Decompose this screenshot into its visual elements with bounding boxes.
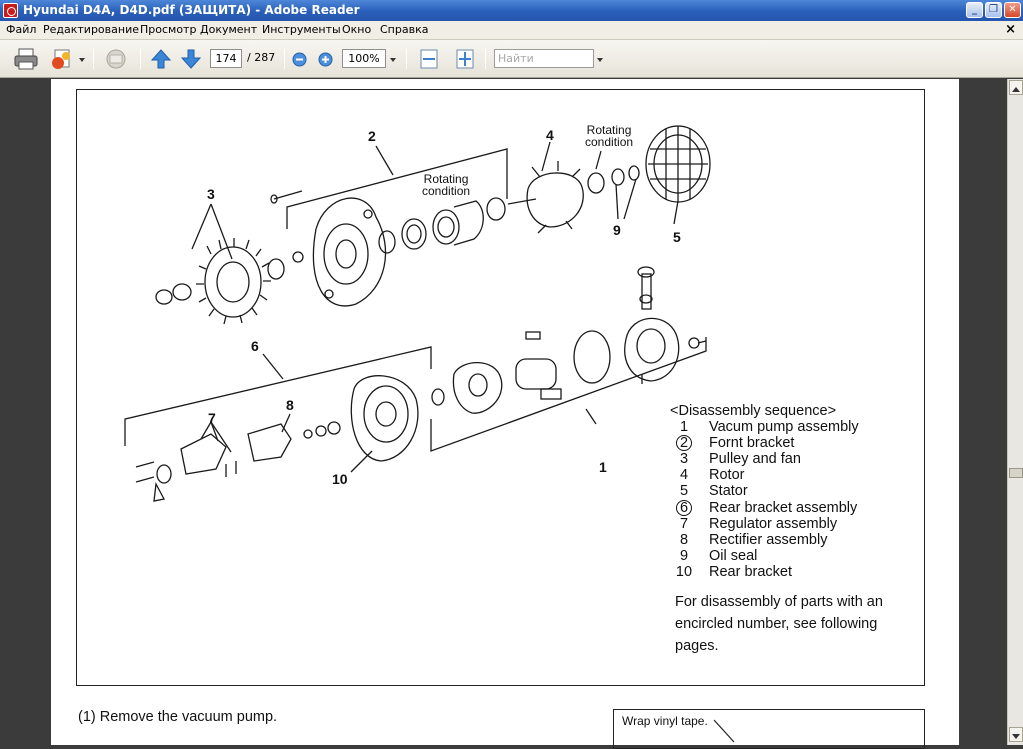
vertical-scrollbar[interactable] bbox=[1007, 79, 1023, 745]
sequence-label: Vacum pump assembly bbox=[709, 419, 859, 435]
callout-10: 10 bbox=[332, 471, 348, 487]
toolbar-separator bbox=[284, 49, 285, 69]
scroll-up-button[interactable] bbox=[1009, 80, 1023, 95]
sequence-label: Fornt bracket bbox=[709, 435, 795, 452]
print-icon[interactable] bbox=[13, 47, 39, 71]
collaborate-icon[interactable] bbox=[103, 47, 129, 71]
close-button[interactable]: ✕ bbox=[1004, 2, 1021, 18]
menu-tools[interactable]: Инструменты bbox=[262, 23, 341, 36]
menu-document[interactable]: Документ bbox=[200, 23, 258, 36]
page-total: / 287 bbox=[247, 51, 276, 64]
toolbar-separator bbox=[406, 49, 407, 69]
create-pdf-icon[interactable] bbox=[50, 47, 74, 71]
toolbar-separator bbox=[93, 49, 94, 69]
callout-5: 5 bbox=[673, 229, 681, 245]
rotating-condition-note: Rotating condition bbox=[585, 123, 634, 149]
sequence-title: <Disassembly sequence> bbox=[670, 403, 837, 419]
callout-6: 6 bbox=[251, 338, 259, 354]
sequence-number: 7 bbox=[679, 515, 689, 532]
menu-file[interactable]: Файл bbox=[6, 23, 37, 36]
menu-edit[interactable]: Редактирование bbox=[43, 23, 139, 36]
zoom-out-icon[interactable] bbox=[292, 52, 307, 67]
search-input[interactable]: Найти bbox=[494, 49, 594, 68]
sequence-label: Stator bbox=[709, 483, 748, 500]
adobe-reader-icon bbox=[3, 3, 18, 18]
figure-frame bbox=[76, 89, 925, 686]
search-dropdown-icon[interactable] bbox=[597, 58, 603, 62]
sequence-number: 3 bbox=[679, 451, 689, 468]
sequence-label: Rear bracket bbox=[709, 563, 793, 580]
callout-7: 7 bbox=[208, 410, 216, 426]
sequence-number: 8 bbox=[679, 531, 689, 548]
step-instruction: (1) Remove the vacuum pump. bbox=[78, 709, 278, 725]
menu-help[interactable]: Справка bbox=[380, 23, 429, 36]
toolbar-separator bbox=[485, 49, 486, 69]
sequence-number: 10 bbox=[675, 563, 693, 580]
zoom-dropdown-icon[interactable] bbox=[390, 58, 396, 62]
rotating-condition-note: Rotating condition bbox=[422, 172, 471, 198]
alternator-exploded-diagram bbox=[124, 125, 711, 502]
inset-leader-line bbox=[713, 719, 735, 743]
callout-2: 2 bbox=[368, 128, 376, 144]
menu-view[interactable]: Просмотр bbox=[140, 23, 197, 36]
title-bar: Hyundai D4A, D4D.pdf (ЗАЩИТА) - Adobe Re… bbox=[0, 0, 1023, 21]
minimize-button[interactable]: _ bbox=[966, 2, 983, 18]
sequence-label: Rectifier assembly bbox=[709, 531, 828, 548]
sequence-number: 2 bbox=[676, 435, 692, 452]
callout-8: 8 bbox=[286, 397, 294, 413]
callout-4: 4 bbox=[546, 127, 554, 143]
scroll-down-button[interactable] bbox=[1009, 727, 1023, 742]
callout-9: 9 bbox=[613, 222, 621, 238]
callout-3: 3 bbox=[207, 186, 215, 202]
next-page-icon[interactable] bbox=[180, 48, 202, 70]
window-title: Hyundai D4A, D4D.pdf (ЗАЩИТА) - Adobe Re… bbox=[23, 3, 360, 17]
sequence-label: Oil seal bbox=[709, 547, 758, 564]
fit-width-icon[interactable] bbox=[455, 48, 475, 70]
sequence-number: 4 bbox=[679, 467, 689, 484]
previous-page-icon[interactable] bbox=[150, 48, 172, 70]
document-close-icon[interactable]: × bbox=[1005, 22, 1016, 37]
sequence-number: 9 bbox=[679, 547, 689, 564]
sequence-label: Rotor bbox=[709, 467, 745, 484]
create-pdf-dropdown-icon[interactable] bbox=[79, 58, 85, 62]
zoom-in-icon[interactable] bbox=[318, 52, 333, 67]
sequence-label: Pulley and fan bbox=[709, 451, 801, 468]
pdf-page bbox=[51, 79, 959, 745]
zoom-level-input[interactable]: 100% bbox=[342, 49, 386, 68]
menu-window[interactable]: Окно bbox=[342, 23, 372, 36]
sequence-number: 6 bbox=[676, 499, 692, 516]
sequence-number: 1 bbox=[679, 419, 689, 435]
sequence-footnote: For disassembly of parts with an encircl… bbox=[675, 594, 883, 654]
sequence-number: 5 bbox=[679, 483, 689, 500]
inset-label: Wrap vinyl tape. bbox=[622, 714, 708, 728]
scroll-thumb[interactable] bbox=[1009, 468, 1023, 478]
page-number-input[interactable]: 174 bbox=[210, 49, 242, 68]
callout-1: 1 bbox=[599, 459, 607, 475]
toolbar: 174 / 287 100% Найти bbox=[0, 40, 1023, 78]
toolbar-separator bbox=[140, 49, 141, 69]
sequence-label: Rear bracket assembly bbox=[709, 499, 858, 516]
maximize-button[interactable]: ❐ bbox=[985, 2, 1002, 18]
menu-bar: Файл Редактирование Просмотр Документ Ин… bbox=[0, 21, 1023, 40]
sequence-label: Regulator assembly bbox=[709, 515, 838, 532]
fit-page-icon[interactable] bbox=[419, 48, 439, 70]
